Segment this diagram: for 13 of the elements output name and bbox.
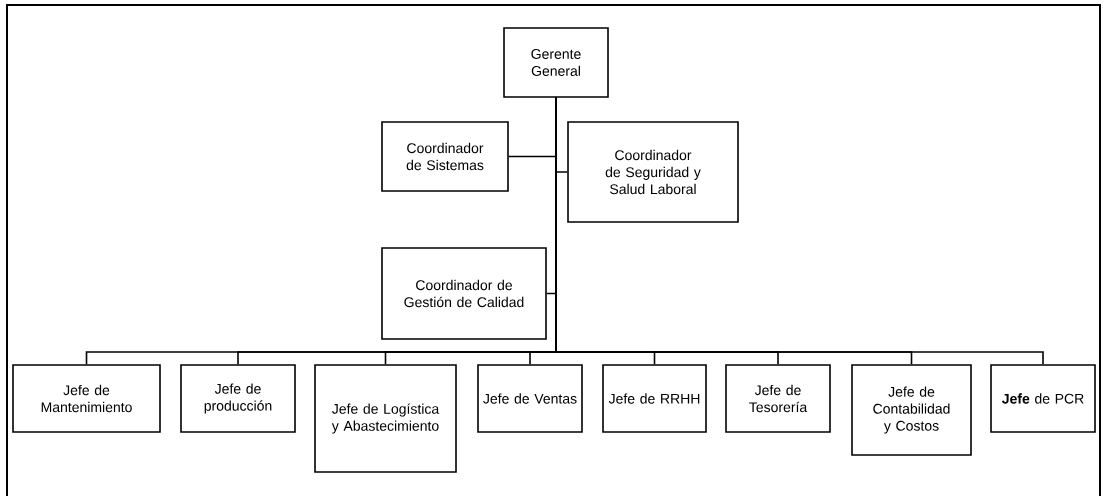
position-box: Jefe de producción [180, 364, 296, 433]
position-box: Jefe de Ventas [477, 364, 583, 433]
position-box: Jefe de Tesorería [725, 364, 831, 433]
connector-line [555, 97, 1044, 365]
position-box: Coordinador de Gestión de Calidad [381, 247, 547, 340]
position-box: Gerente General [503, 27, 609, 98]
position-box: Jefe de RRHH [602, 364, 707, 433]
position-box: Jefe de PCR [990, 364, 1096, 433]
position-box: Coordinador de Seguridad y Salud Laboral [567, 121, 739, 223]
position-box: Jefe de Contabilidad y Costos [851, 364, 972, 456]
position-box: Jefe de Logística y Abastecimiento [314, 364, 457, 473]
position-box: Jefe de Mantenimiento [12, 364, 161, 433]
position-box: Coordinador de Sistemas [381, 121, 509, 192]
